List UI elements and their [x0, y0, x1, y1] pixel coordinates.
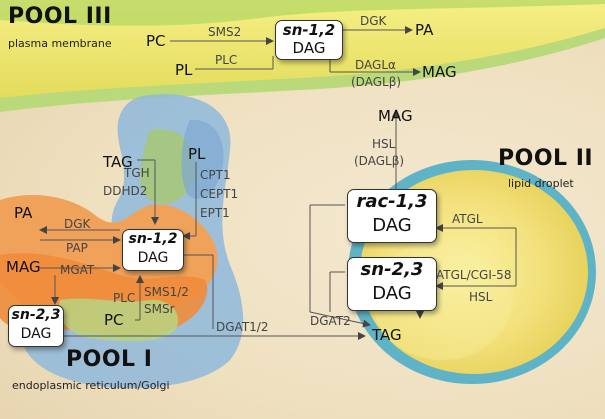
enzyme-pap: PAP	[66, 241, 88, 255]
enzyme-plc-plasma: PLC	[215, 53, 238, 67]
enzyme-sms2: SMS2	[208, 25, 242, 39]
enzyme-hsl-top: HSL	[372, 137, 396, 151]
pool1-title: POOL I	[66, 347, 153, 372]
enzyme-tgh: TGH	[124, 166, 150, 180]
pool2-subtitle: lipid droplet	[508, 177, 574, 190]
enzyme-atgl: ATGL	[452, 212, 483, 226]
enzyme-plc-er: PLC	[113, 291, 136, 305]
enzyme-atgl-cgi58: ATGL/CGI-58	[436, 268, 512, 282]
enzyme-dagl-beta-lipid-droplet: (DAGLβ)	[354, 154, 405, 168]
enzyme-hsl-lipid-droplet: HSL	[469, 290, 493, 304]
metabolite-pa-plasma: PA	[415, 21, 434, 39]
isomer-label: rac-1,3	[356, 191, 428, 212]
enzyme-smsr: SMSr	[144, 302, 175, 316]
enzyme-cept1: CEPT1	[200, 187, 239, 201]
enzyme-dagl-alpha: DAGLα	[355, 58, 396, 72]
metabolite-tag-er: TAG	[103, 153, 133, 171]
dag-label: DAG	[292, 39, 326, 57]
enzyme-dgat2: DGAT2	[310, 314, 351, 328]
dag-box-rac13-lipid-droplet: rac-1,3 DAG	[347, 189, 437, 243]
isomer-label: sn-2,3	[360, 259, 424, 280]
dag-box-sn12-plasma-membrane: sn-1,2 DAG	[275, 20, 343, 60]
enzyme-dgk-plasma: DGK	[360, 14, 387, 28]
pool1-subtitle: endoplasmic reticulum/Golgi	[12, 379, 170, 392]
enzyme-dagl-beta-plasma: (DAGLβ)	[351, 75, 402, 89]
metabolite-mag-er: MAG	[6, 258, 41, 276]
metabolite-pl-plasma: PL	[175, 61, 193, 79]
dag-box-sn12-er: sn-1,2 DAG	[122, 229, 184, 271]
isomer-label: sn-1,2	[282, 21, 336, 39]
metabolite-pc-er: PC	[104, 311, 124, 329]
enzyme-sms12: SMS1/2	[144, 285, 189, 299]
enzyme-dgk-er: DGK	[64, 217, 91, 231]
dag-box-sn23-er: sn-2,3 DAG	[8, 305, 64, 347]
metabolite-pc-plasma: PC	[146, 32, 166, 50]
dag-label: DAG	[372, 215, 412, 236]
dag-box-sn23-lipid-droplet: sn-2,3 DAG	[347, 257, 437, 311]
metabolite-pl-er: PL	[188, 145, 206, 163]
pool3-subtitle: plasma membrane	[8, 37, 112, 50]
enzyme-cpt1: CPT1	[200, 168, 231, 182]
dag-label: DAG	[137, 250, 169, 266]
dag-label: DAG	[20, 326, 52, 342]
isomer-label: sn-1,2	[128, 231, 178, 247]
enzyme-mgat: MGAT	[60, 263, 95, 277]
metabolite-tag-lipid-droplet: TAG	[372, 326, 402, 344]
enzyme-ept1: EPT1	[200, 206, 230, 220]
isomer-label: sn-2,3	[11, 307, 61, 323]
dag-label: DAG	[372, 283, 412, 304]
pool3-title: POOL III	[8, 4, 112, 29]
metabolite-pa-er: PA	[14, 204, 33, 222]
metabolite-mag-plasma: MAG	[422, 63, 457, 81]
enzyme-ddhd2: DDHD2	[103, 184, 148, 198]
metabolite-mag-lipid-droplet: MAG	[378, 107, 413, 125]
enzyme-dgat12: DGAT1/2	[216, 320, 269, 334]
pool2-title: POOL II	[498, 146, 594, 171]
